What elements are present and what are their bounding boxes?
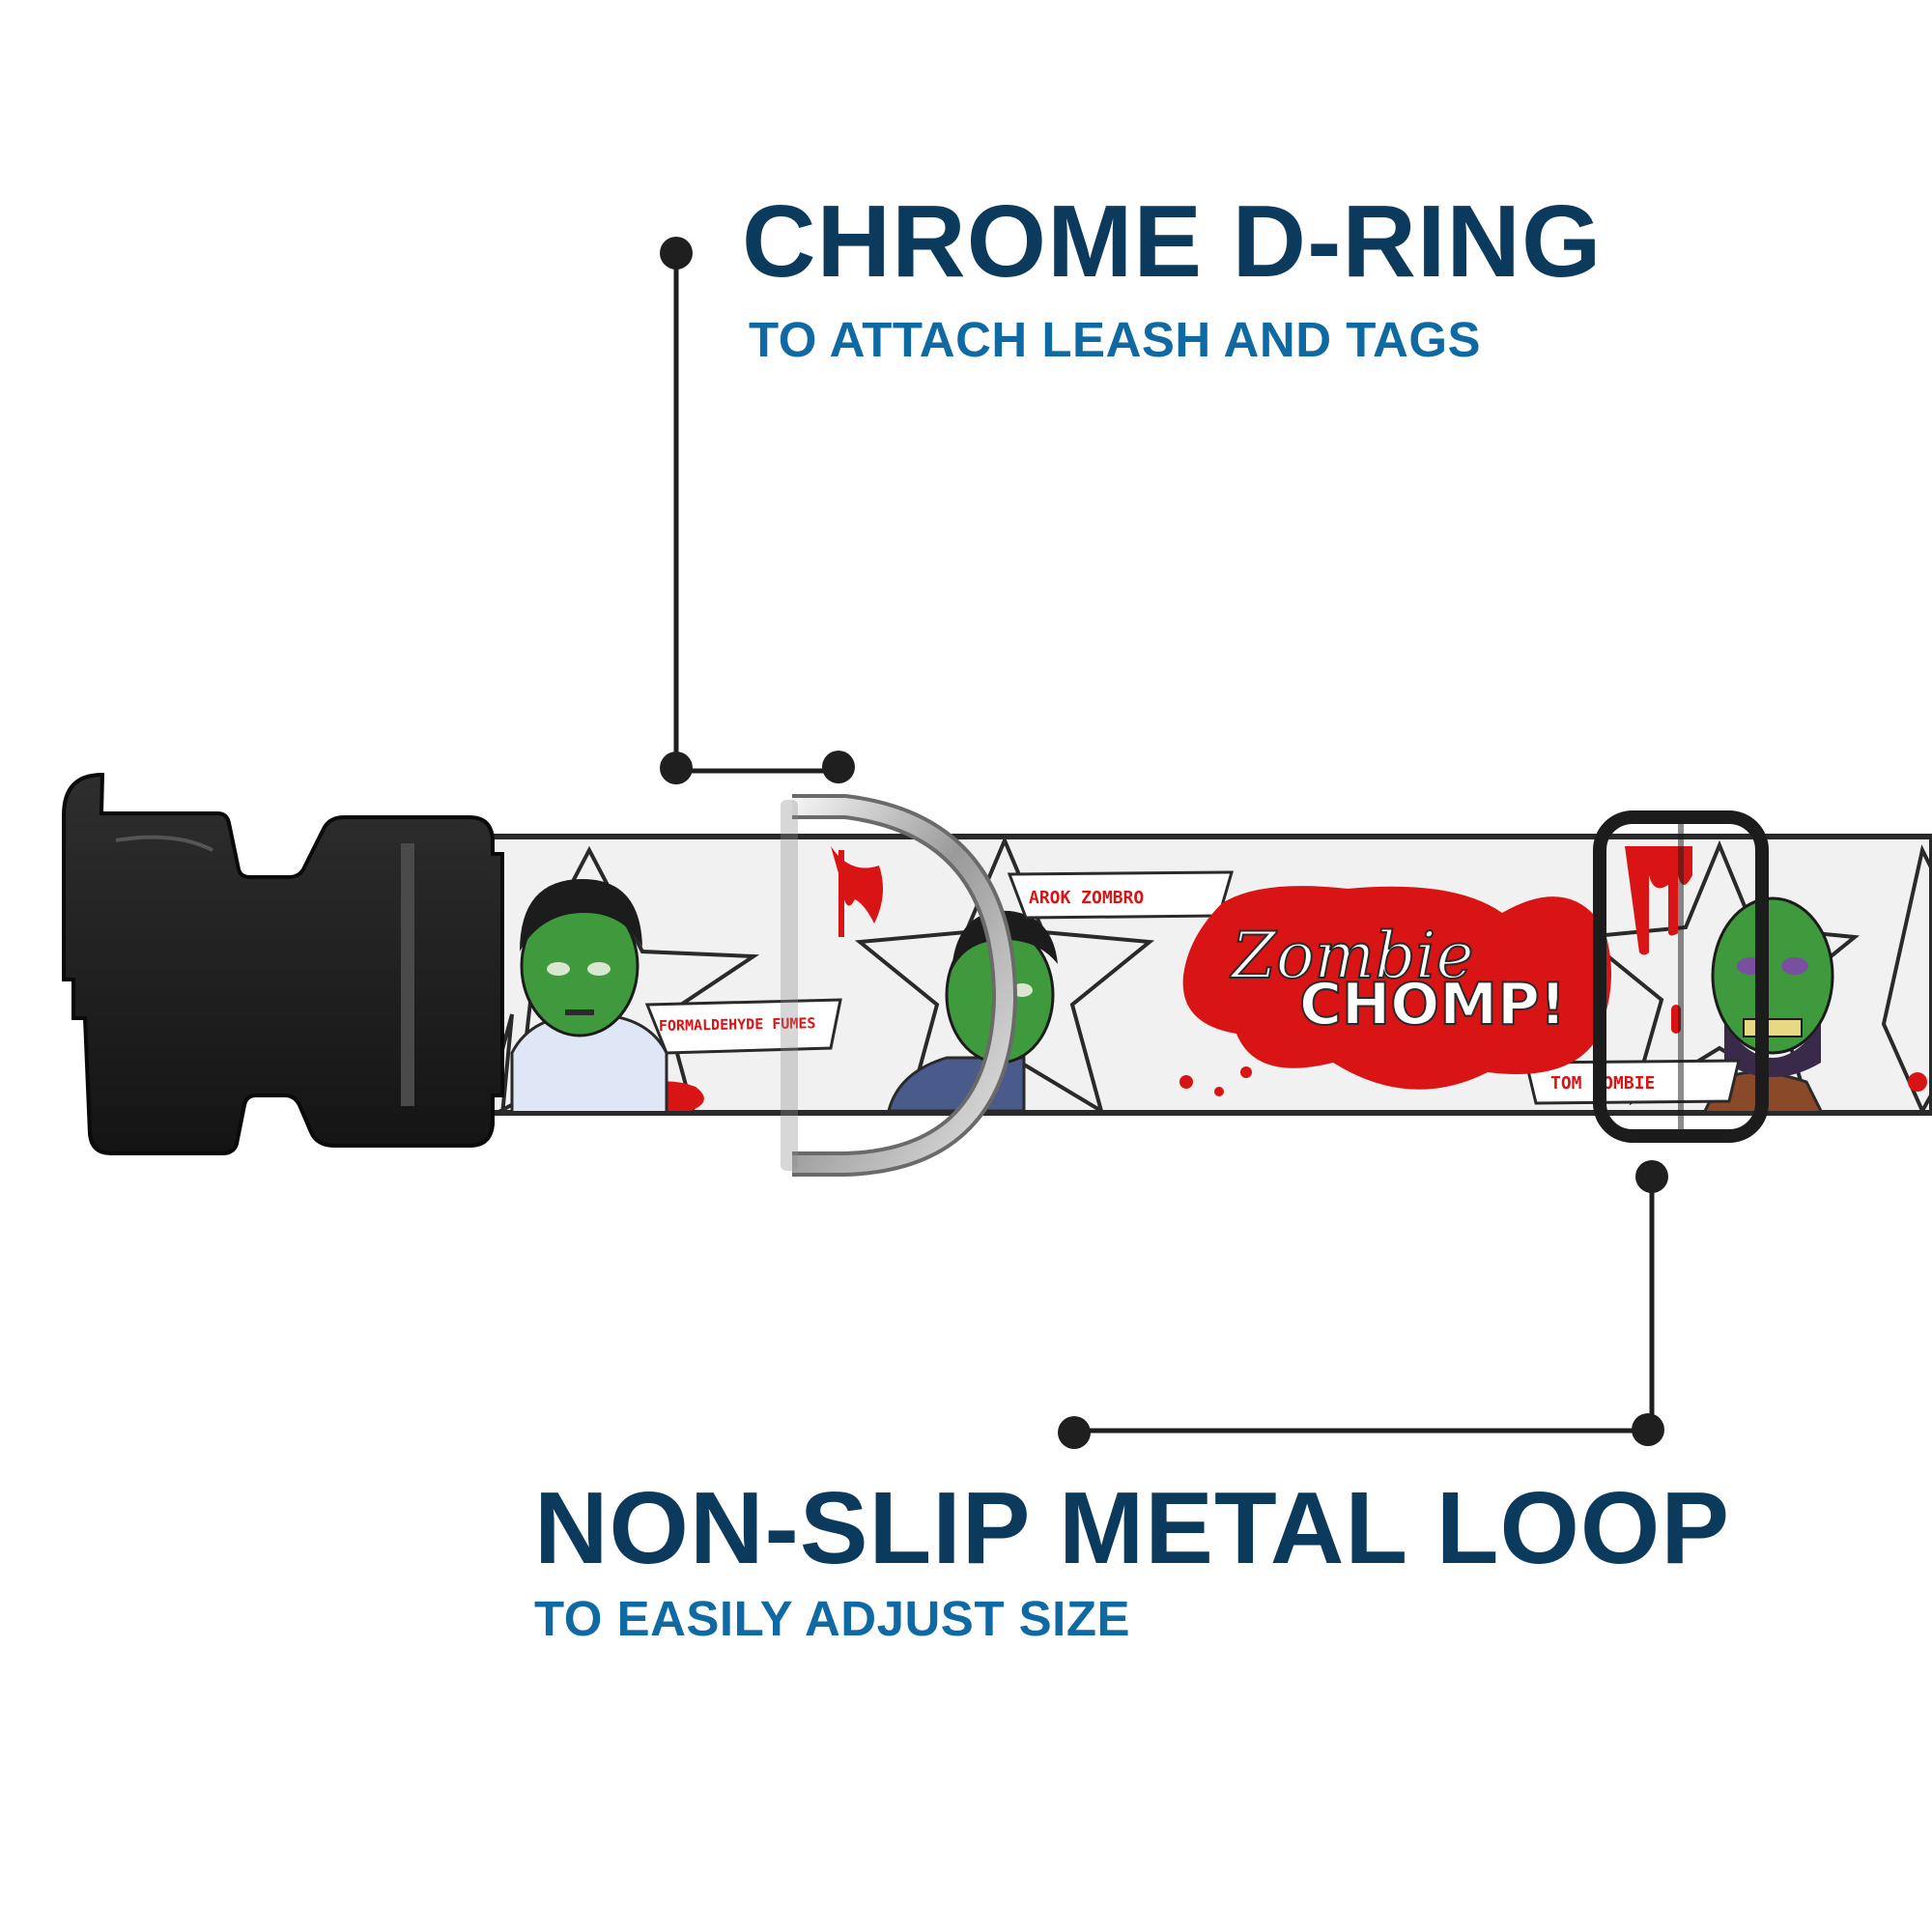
- logo-word-chomp: CHOMP!: [1299, 971, 1566, 1038]
- pattern-label-arok-zombro: AROK ZOMBRO: [1029, 888, 1144, 908]
- non-slip-metal-loop: [1593, 810, 1769, 1143]
- collar-strap: FORMALDEHYDE FUMES AROK ZOMBRO TOM ZOMBI…: [403, 834, 1932, 1116]
- pattern-label-formaldehyde: FORMALDEHYDE FUMES: [659, 1014, 816, 1035]
- name-tag-banner: FORMALDEHYDE FUMES: [644, 998, 842, 1055]
- d-ring-callout-line: [660, 237, 855, 784]
- star-shape: [1881, 844, 1932, 1111]
- chrome-d-ring: [781, 794, 1018, 1177]
- metal-loop-subtitle: TO EASILY ADJUST SIZE: [534, 1591, 1130, 1646]
- loop-callout-line: [1058, 1160, 1668, 1449]
- zombie-portrait: [510, 879, 668, 1111]
- buckle: [62, 772, 504, 1155]
- d-ring-title: CHROME D-RING: [742, 185, 1603, 298]
- metal-loop-title: NON-SLIP METAL LOOP: [534, 1471, 1731, 1585]
- zombie-chomp-logo: Zombie CHOMP!: [1182, 886, 1611, 1090]
- zombie-print-pattern: FORMALDEHYDE FUMES AROK ZOMBRO TOM ZOMBI…: [424, 838, 1932, 1111]
- d-ring-subtitle: TO ATTACH LEASH AND TAGS: [749, 312, 1482, 367]
- name-tag-banner: AROK ZOMBRO: [1007, 870, 1234, 920]
- logo-word-zombie: Zombie: [1230, 919, 1474, 993]
